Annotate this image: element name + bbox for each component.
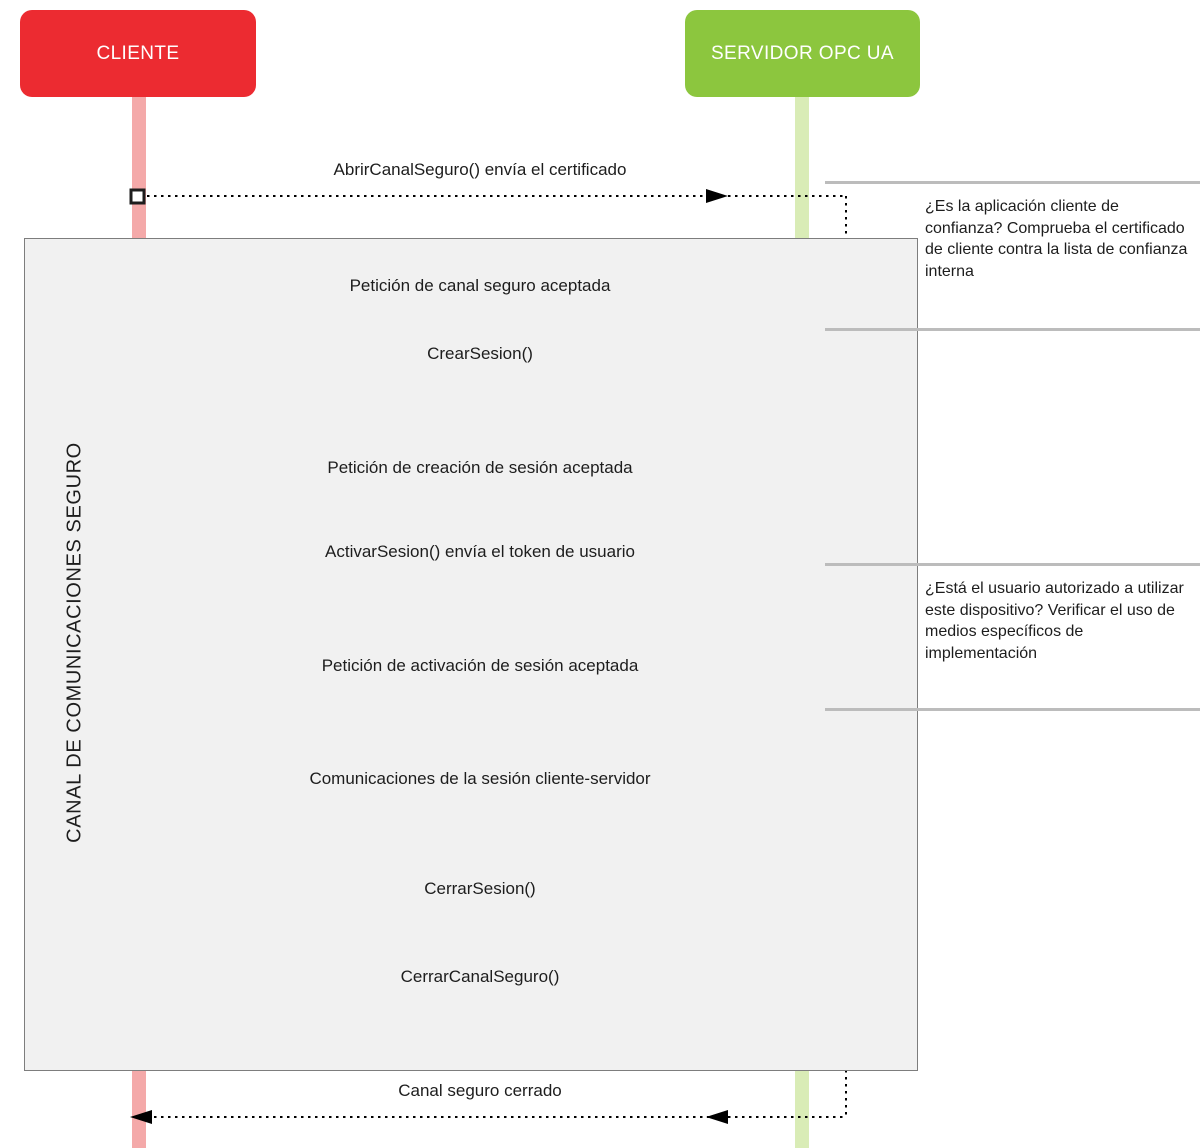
message-label-m6: Petición de activación de sesión aceptad…	[321, 656, 639, 675]
message-label-m3: CrearSesion()	[427, 344, 533, 363]
message-label-m1: AbrirCanalSeguro() envía el certificado	[333, 160, 627, 179]
note-trust-check: ¿Es la aplicación cliente de confianza? …	[925, 198, 1188, 280]
message-label-m8: CerrarSesion()	[424, 879, 536, 898]
message-label-m7: Comunicaciones de la sesión cliente-serv…	[309, 769, 651, 788]
actor-client-label: CLIENTE	[96, 42, 180, 64]
secure-channel-frame: CANAL DE COMUNICACIONES SEGURO	[24, 238, 918, 1071]
note-rule-bottom-1	[825, 328, 1200, 331]
actor-server-label: SERVIDOR OPC UA	[710, 42, 895, 64]
activation-marker	[129, 188, 146, 205]
secure-channel-label: CANAL DE COMUNICACIONES SEGURO	[63, 442, 86, 843]
message-label-m5: ActivarSesion() envía el token de usuari…	[325, 542, 635, 561]
note-rule-top-1	[825, 181, 1200, 184]
actor-server[interactable]: SERVIDOR OPC UA	[685, 10, 920, 97]
message-label-m2: Petición de canal seguro aceptada	[349, 276, 611, 295]
note-rule-bottom-2	[825, 708, 1200, 711]
note-rule-top-2	[825, 563, 1200, 566]
message-label-m9: CerrarCanalSeguro()	[400, 967, 560, 986]
message-label-m4: Petición de creación de sesión aceptada	[327, 458, 633, 477]
message-label-m10: Canal seguro cerrado	[398, 1081, 562, 1100]
note-user-authorization: ¿Está el usuario autorizado a utilizar e…	[925, 580, 1184, 662]
actor-client[interactable]: CLIENTE	[20, 10, 256, 97]
